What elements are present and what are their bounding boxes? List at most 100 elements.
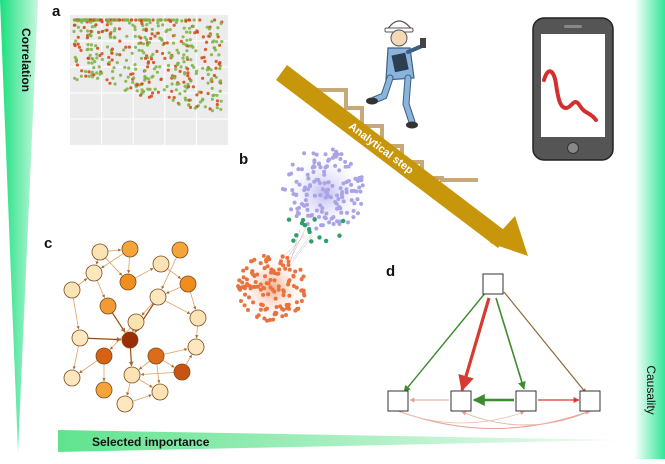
scatter-point xyxy=(89,20,93,24)
scatter-point xyxy=(124,45,128,49)
scatter-point xyxy=(133,28,137,32)
panel-c-node xyxy=(63,369,81,387)
network-node-purple xyxy=(311,151,316,156)
panel-c-node xyxy=(179,275,197,293)
scatter-point xyxy=(127,45,131,49)
network-node-purple xyxy=(338,186,343,191)
edge-curve-node1-to-node3 xyxy=(399,411,525,424)
scatter-point xyxy=(172,18,176,22)
scatter-point xyxy=(86,56,91,60)
scatter-point xyxy=(72,23,76,27)
scatter-point xyxy=(89,43,93,47)
scatter-point xyxy=(217,53,221,57)
scatter-point xyxy=(189,58,193,62)
network-node-orange xyxy=(237,286,242,291)
scatter-point xyxy=(178,69,182,73)
scatter-point xyxy=(85,48,89,52)
scatter-point xyxy=(195,30,199,34)
scatter-point xyxy=(124,79,128,83)
scatter-point xyxy=(187,18,191,22)
network-edges xyxy=(280,226,314,266)
network-node-purple xyxy=(312,158,317,163)
scatter-point xyxy=(100,52,104,56)
scatter-point xyxy=(158,65,162,69)
network-node-orange xyxy=(237,278,242,283)
scatter-point xyxy=(74,59,78,64)
network-node-purple xyxy=(357,175,362,180)
network-nodes xyxy=(236,147,365,323)
network-node-purple xyxy=(322,169,327,174)
scatter-point xyxy=(201,76,205,80)
network-node-orange xyxy=(280,306,284,311)
scatter-point xyxy=(176,51,181,55)
scatter-point xyxy=(168,28,172,32)
scatter-point xyxy=(95,56,99,60)
scatter-point xyxy=(107,55,111,60)
network-node-orange xyxy=(253,280,258,284)
scatter-point xyxy=(147,18,152,22)
scatter-point xyxy=(131,23,135,27)
network-node-purple xyxy=(346,164,351,169)
scatter-point xyxy=(187,26,192,30)
network-node-orange xyxy=(268,285,273,290)
network-node-purple xyxy=(317,215,321,219)
scatter-point xyxy=(72,29,76,34)
scatter-point xyxy=(113,82,117,86)
causal-node-1 xyxy=(387,390,409,412)
network-node-purple xyxy=(349,198,354,203)
network-node-purple xyxy=(322,181,327,186)
network-node-purple xyxy=(308,184,312,189)
scatter-point xyxy=(94,44,98,48)
network-node-orange xyxy=(258,287,263,292)
scatter-point xyxy=(203,47,208,52)
network-node-purple xyxy=(337,168,342,173)
scatter-point xyxy=(220,40,224,44)
scatter-point xyxy=(215,40,219,44)
scatter-point xyxy=(90,75,95,79)
scatter-point xyxy=(125,34,129,38)
network-node-orange xyxy=(283,266,288,271)
scatter-point xyxy=(131,72,135,76)
network-node-purple xyxy=(356,211,360,216)
scatter-point xyxy=(105,23,109,27)
panel-c-node xyxy=(121,331,139,349)
scatter-point xyxy=(112,29,117,33)
network-node-orange xyxy=(258,307,263,312)
network-node-purple xyxy=(317,162,321,167)
network-node-purple xyxy=(341,199,346,204)
scatter-point xyxy=(142,28,146,32)
network-node-purple xyxy=(354,189,359,194)
network-node-purple xyxy=(339,210,344,215)
scatter-point xyxy=(215,93,219,97)
panel-c-node xyxy=(116,395,134,413)
scatter-point xyxy=(151,18,155,22)
network-node-orange xyxy=(295,306,300,311)
scatter-point xyxy=(135,89,139,93)
network-node-orange xyxy=(274,305,279,309)
network-node-purple xyxy=(292,200,297,205)
scatter-point xyxy=(191,85,195,89)
scatter-point xyxy=(84,69,88,74)
scatter-point xyxy=(89,29,93,33)
scatter-point xyxy=(156,90,160,94)
network-node-orange xyxy=(286,279,291,284)
scatter-point xyxy=(209,33,213,37)
scatter-point xyxy=(174,20,178,25)
scatter-point xyxy=(95,71,99,75)
scatter-point xyxy=(110,47,114,51)
scatter-point xyxy=(163,56,167,61)
scatter-point xyxy=(144,28,148,33)
scatter-point xyxy=(163,18,167,22)
edge-curve-node4-to-node2 xyxy=(461,411,589,426)
network-edge xyxy=(292,232,314,259)
scatter-point xyxy=(115,18,119,22)
network-node-purple xyxy=(331,222,336,226)
scatter-point xyxy=(209,68,213,72)
network-node-purple xyxy=(360,183,365,188)
scatter-point xyxy=(137,41,141,46)
scatter-point xyxy=(152,60,156,65)
network-node-orange xyxy=(274,311,279,316)
scatter-point xyxy=(123,65,127,69)
scatter-point xyxy=(156,21,160,25)
network-node-teal xyxy=(291,238,296,243)
